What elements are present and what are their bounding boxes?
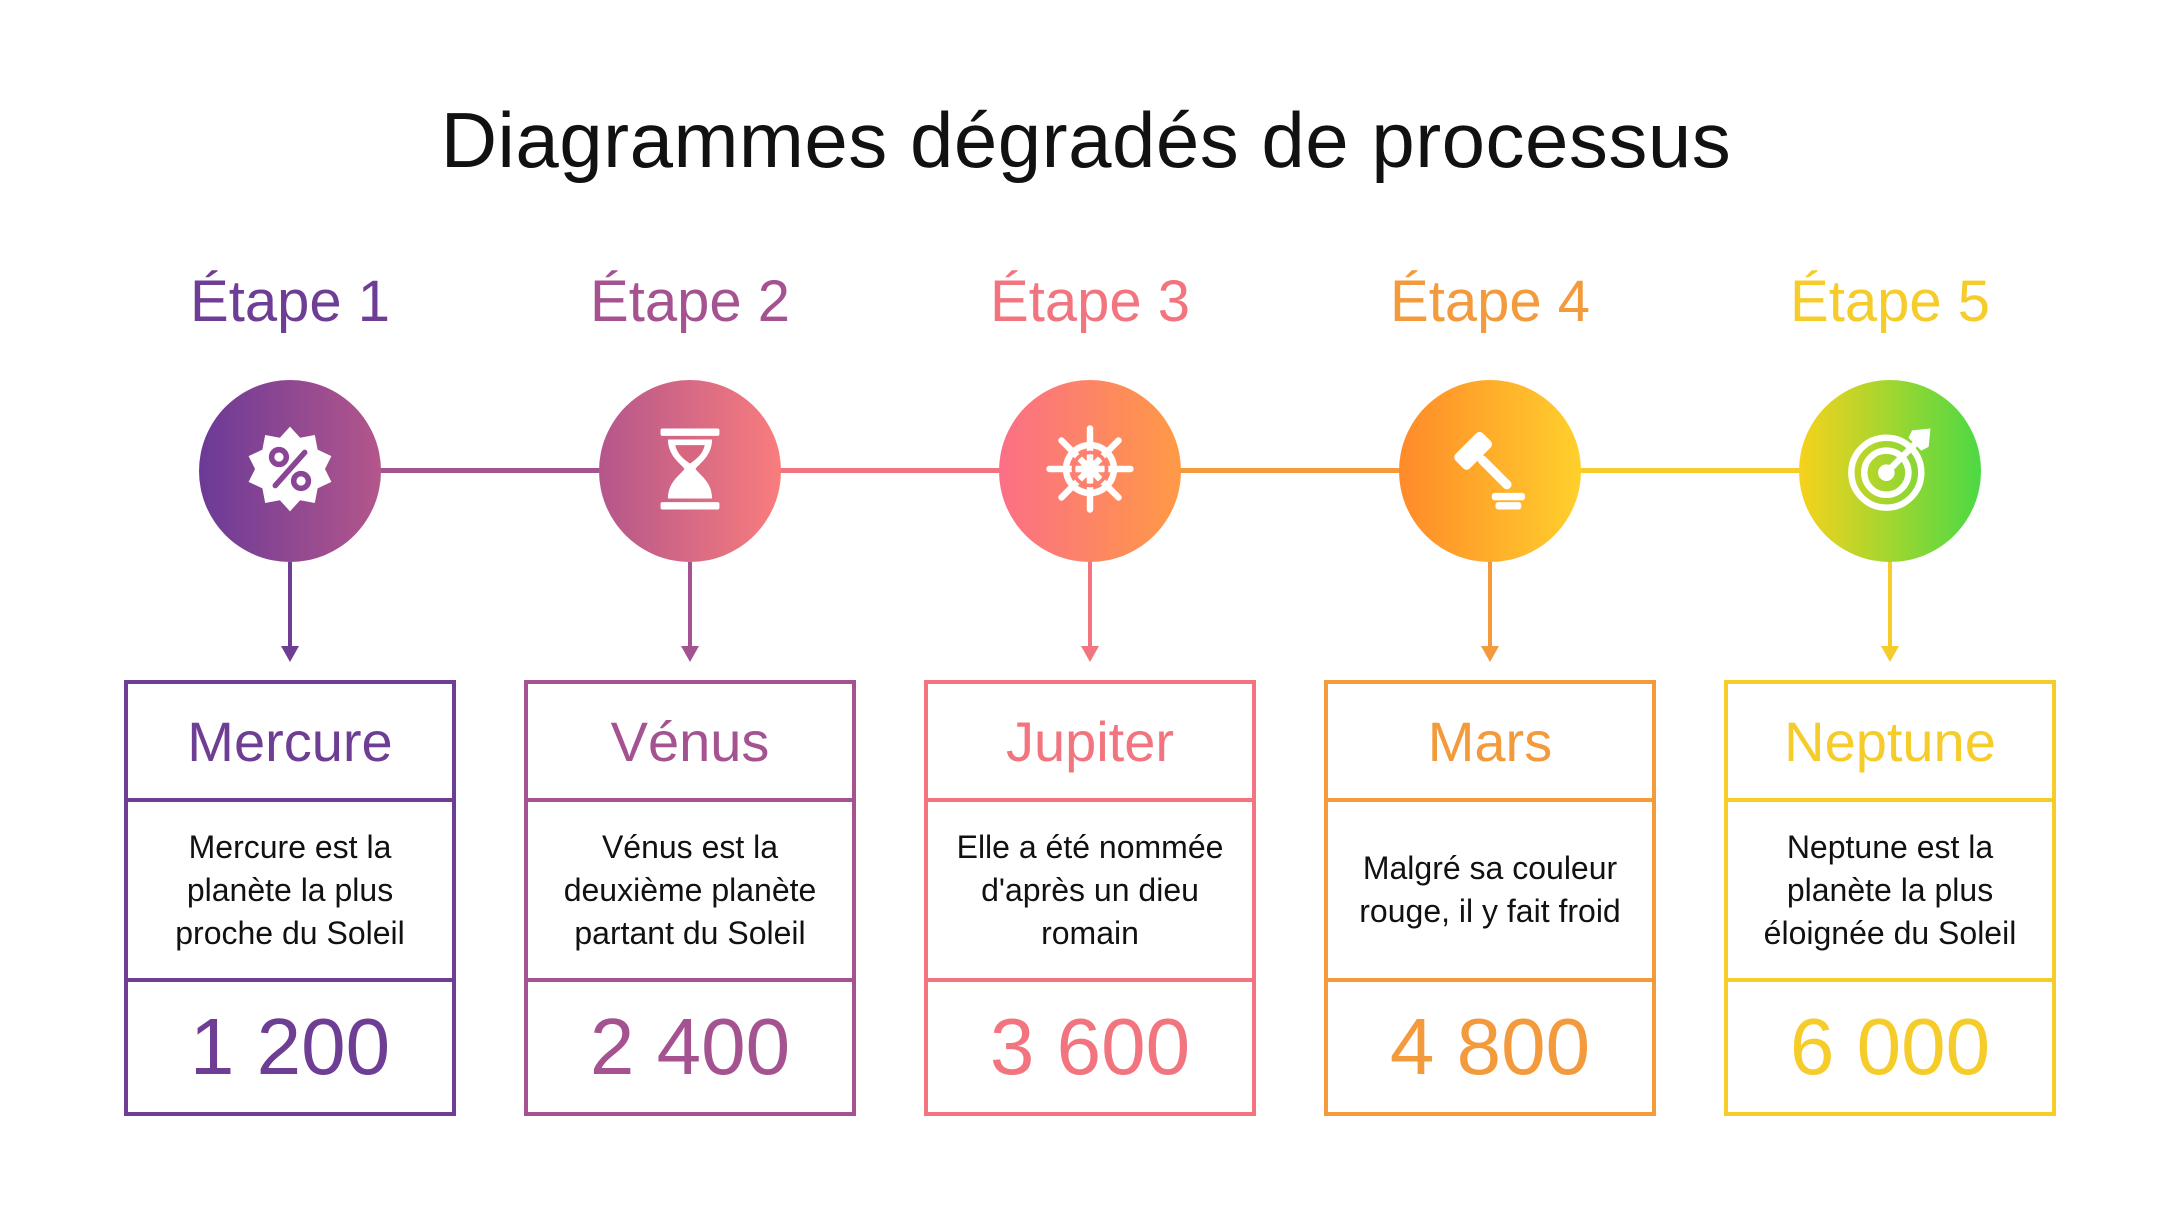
step-card: Mercure Mercure est la planète la plus p… xyxy=(124,680,456,1116)
step-1: Étape 1 Mercure Mercure est la planète l… xyxy=(124,0,456,1215)
step-label: Étape 1 xyxy=(190,269,390,334)
target-icon xyxy=(1844,423,1936,520)
card-description: Elle a été nommée d'après un dieu romain xyxy=(928,802,1252,982)
step-card: Jupiter Elle a été nommée d'après un die… xyxy=(924,680,1256,1116)
card-planet: Mars xyxy=(1328,684,1652,802)
connector-2-3 xyxy=(770,468,1020,473)
step-label: Étape 3 xyxy=(990,269,1190,334)
card-description: Neptune est la planète la plus éloignée … xyxy=(1728,802,2052,982)
step-card: Vénus Vénus est la deuxième planète part… xyxy=(524,680,856,1116)
step-2: Étape 2 Vénus Vénus est la deuxième plan… xyxy=(524,0,856,1215)
percent-badge-icon xyxy=(244,423,336,520)
connector-3-4 xyxy=(1170,468,1420,473)
arrow-line xyxy=(1488,562,1492,654)
arrow-head xyxy=(681,646,699,662)
arrow-line xyxy=(288,562,292,654)
card-value: 6 000 xyxy=(1789,1002,1991,1091)
step-3: Étape 3 Jupiter Elle a xyxy=(924,0,1256,1215)
card-value: 2 400 xyxy=(589,1002,791,1091)
step-label: Étape 2 xyxy=(590,269,790,334)
arrow-head xyxy=(1881,646,1899,662)
step-5: Étape 5 Neptune Neptune est la planète l… xyxy=(1724,0,2056,1215)
card-value: 1 200 xyxy=(189,1002,391,1091)
gavel-icon xyxy=(1444,423,1536,520)
card-planet: Jupiter xyxy=(928,684,1252,802)
card-description: Mercure est la planète la plus proche du… xyxy=(128,802,452,982)
card-planet: Neptune xyxy=(1728,684,2052,802)
step-circle xyxy=(599,380,781,562)
arrow-head xyxy=(1081,646,1099,662)
step-card: Neptune Neptune est la planète la plus é… xyxy=(1724,680,2056,1116)
card-value: 4 800 xyxy=(1389,1002,1591,1091)
card-description: Vénus est la deuxième planète partant du… xyxy=(528,802,852,982)
step-circle xyxy=(1399,380,1581,562)
connector-4-5 xyxy=(1570,468,1820,473)
step-circle xyxy=(1799,380,1981,562)
step-card: Mars Malgré sa couleur rouge, il y fait … xyxy=(1324,680,1656,1116)
card-planet: Vénus xyxy=(528,684,852,802)
arrow-head xyxy=(1481,646,1499,662)
step-circle xyxy=(199,380,381,562)
connector-1-2 xyxy=(370,468,620,473)
arrow-line xyxy=(1888,562,1892,654)
step-label: Étape 5 xyxy=(1790,269,1990,334)
step-circle xyxy=(999,380,1181,562)
page-title: Diagrammes dégradés de processus xyxy=(440,96,1732,184)
card-description: Malgré sa couleur rouge, il y fait froid xyxy=(1328,802,1652,982)
step-label: Étape 4 xyxy=(1390,269,1590,334)
arrow-line xyxy=(688,562,692,654)
arrow-head xyxy=(281,646,299,662)
card-planet: Mercure xyxy=(128,684,452,802)
card-value: 3 600 xyxy=(989,1002,1191,1091)
ship-wheel-icon xyxy=(1044,423,1136,520)
hourglass-icon xyxy=(644,423,736,520)
step-4: Étape 4 Mars Malgré sa couleur rouge, il… xyxy=(1324,0,1656,1215)
arrow-line xyxy=(1088,562,1092,654)
